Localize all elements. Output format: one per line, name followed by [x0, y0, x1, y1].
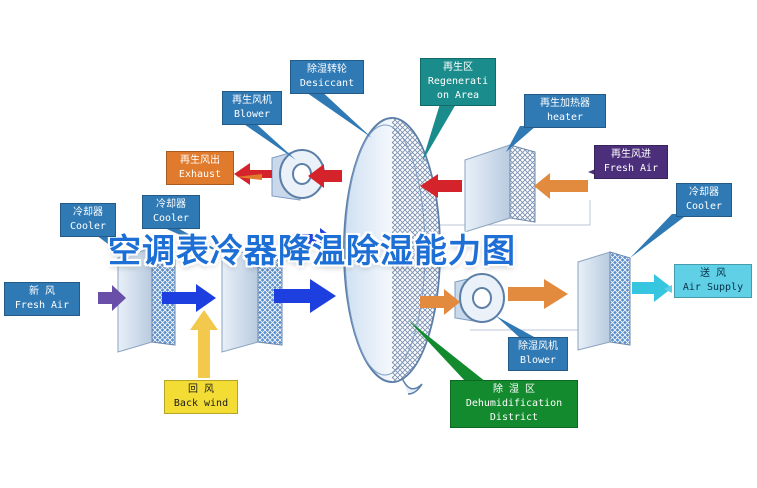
process-blower-fan	[454, 273, 505, 323]
fresh-air-arrow	[98, 285, 126, 311]
exhaust-arrow	[234, 163, 272, 185]
regen-blower-fan	[271, 149, 325, 201]
heater-unit	[464, 144, 536, 233]
callout-pointers	[92, 88, 688, 382]
air-supply-arrow	[632, 274, 672, 302]
banner-title: 空调表冷器降温除湿能力图	[108, 231, 516, 270]
dehumidified-air-arrow-1	[420, 289, 460, 315]
cooler-mid-unit	[221, 247, 283, 353]
regen-exit-arrow	[308, 164, 342, 188]
cooled-air-arrow-2	[274, 279, 336, 313]
wheel-inlet-arrow	[290, 228, 336, 252]
regen-hot-air-arrow	[420, 174, 462, 198]
cooled-air-arrow-1	[162, 284, 216, 312]
dehumidified-air-arrow-2	[508, 279, 568, 309]
regen-fresh-air-arrow	[534, 173, 588, 199]
flow-arrows	[98, 163, 672, 378]
back-wind-arrow	[190, 310, 218, 378]
wheel-drive-icon	[401, 377, 423, 395]
cooler-right-unit	[577, 251, 631, 351]
